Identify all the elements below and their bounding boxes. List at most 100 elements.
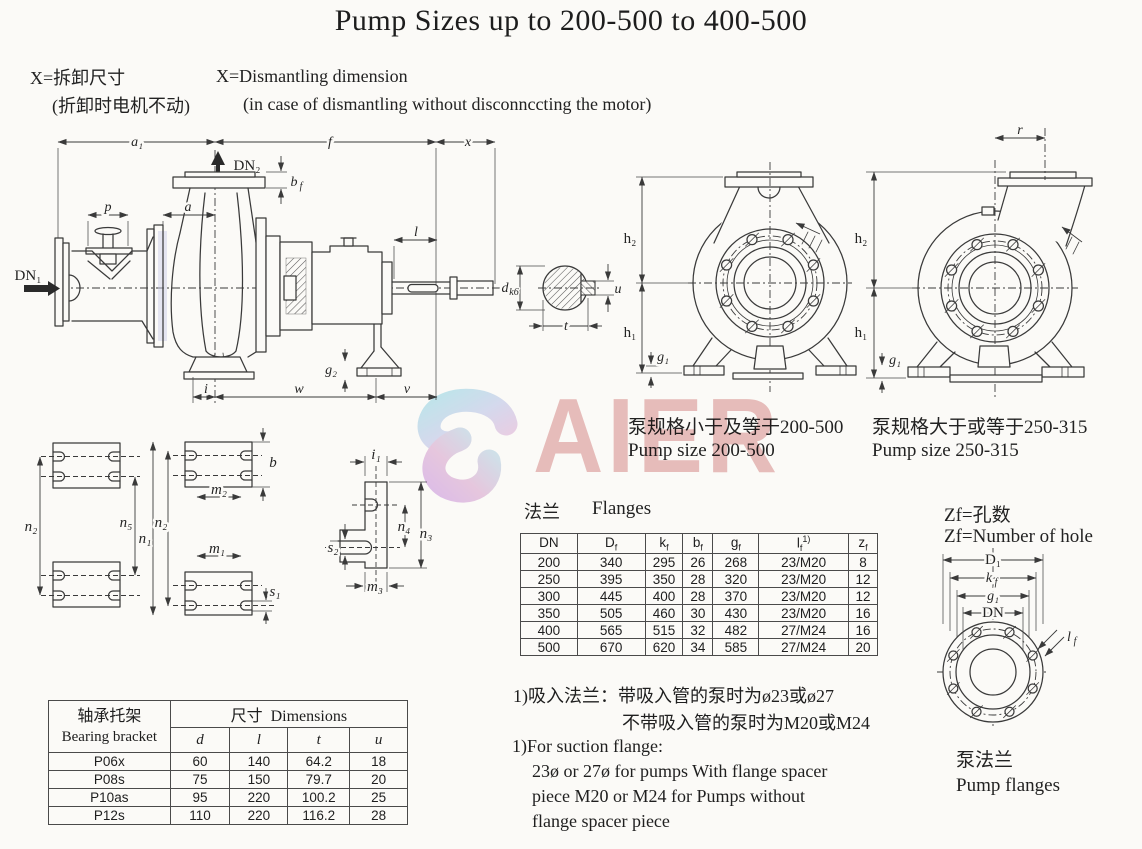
dim-label-flange-kf: k [986,571,993,586]
dim-label-t: t [564,319,569,334]
dim-label-m3: m₃ [367,579,383,595]
bearing-table-header-row: 轴承托架 Bearing bracket 尺寸 Dimensions [48,700,409,753]
end-view-1: h₂ h₁ g₁ [621,162,857,392]
col-d: d [169,727,231,753]
caption-end-view-2: 泵规格大于或等于250-315 Pump size 250-315 [872,416,1087,462]
footnote-en-line2: 23ø or 27ø for pumps With flange spacer [532,761,828,781]
legend-zh-line1: X=拆卸尺寸 [30,68,126,88]
legend-en-line1: X=Dismantling dimension [216,66,408,86]
dim-label-flange-kf-sub: f [995,577,999,588]
caption-ev1-en: Pump size 200-500 [628,440,775,461]
pump-flanges-caption-en: Pump flanges [956,775,1060,796]
bearing-bracket-table: 轴承托架 Bearing bracket 尺寸 Dimensions d l t… [48,700,409,825]
dim-label-n2-left: n₂ [25,519,38,535]
bracket-profile-section: i₁ n₄ n₃ s₂ m₃ [325,445,435,598]
dim-label-ev1-h2: h₂ [624,231,637,247]
dim-label-dn1: DN₁ [15,268,42,284]
legend-zh-line2: (折卸时电机不动) [52,96,190,116]
side-view-drawing: a₁ f x DN₂ b f p a [12,133,508,403]
flanges-heading-zh: 法兰 [524,502,560,522]
bearing-housing [311,237,393,325]
col-u: u [349,727,408,753]
dim-label-ev1-g1: g₁ [657,350,669,365]
dn2-flow-arrow-icon [211,151,225,165]
dim-label-bf-sub: f [300,181,304,192]
flange-table-header-row: DN Df kf bf gf lf1) zf [520,532,878,555]
zf-note-en: Zf=Number of hole [944,526,1093,547]
dim-label-flange-lf: l [1067,630,1071,645]
caption-ev2-en: Pump size 250-315 [872,440,1019,461]
dn1-flow-arrow-icon [48,281,60,296]
suction-flange [54,237,81,327]
col-Df: Df [576,532,646,555]
pump-flanges-caption: 泵法兰 Pump flanges [956,748,1060,798]
dim-label-a: a [185,200,192,215]
zf-note-zh: Zf=孔数 [944,505,1011,526]
col-bf: bf [682,532,714,555]
footnote-en-line1: 1)For suction flange: [512,736,663,756]
dim-label-s2: s₂ [327,540,338,556]
col-DN: DN [520,532,578,555]
dim-label-d-sub: k6 [509,287,518,298]
bearing-foot [356,323,402,377]
dim-label-ev2-h2: h₂ [855,231,868,247]
dim-label-a1: a₁ [131,135,143,150]
rear-cover-bracket [255,217,313,353]
pump-flange-drawing: D₁ k f g₁ DN l f [937,548,1079,726]
dim-label-ev2-g1: g₁ [889,353,901,368]
dim-label-l: l [414,225,418,240]
dim-label-f: f [328,135,334,150]
caption-ev2-zh: 泵规格大于或等于250-315 [872,417,1088,438]
dim-label-m2: m₂ [211,482,227,498]
dim-label-g2: g₂ [325,363,337,378]
col-t: t [287,727,351,753]
dim-label-ev2-h1: h₁ [855,325,868,341]
footnote-en-line3: piece M20 or M24 for Pumps without [532,786,805,806]
footnote-zh-line2: 不带吸入管的泵时为M20或M24 [622,713,871,733]
dimensions-header: 尺寸 Dimensions [169,700,409,728]
bolt-circle-1 [719,232,821,334]
dim-label-n3: n₃ [420,526,433,542]
flange-bolt-holes [946,625,1040,719]
dim-label-n5: n₅ [120,515,133,531]
dim-label-ev1-h1: h₁ [624,325,637,341]
dim-label-n1: n₁ [139,531,152,547]
flanges-heading-en: Flanges [592,498,652,519]
dim-label-v: v [404,382,411,397]
pump-flanges-caption-zh: 泵法兰 [956,750,1014,771]
dim-label-D1: D₁ [985,552,1001,568]
bolt-circle-2 [944,237,1046,339]
end-view-2: r h₂ h₁ [852,121,1093,400]
dim-label-w: w [294,382,304,397]
dim-label-flange-g1: g₁ [987,589,999,604]
dim-label-flange-dn: DN [982,605,1004,621]
dim-label-n2-right: n₂ [155,515,168,531]
dim-label-b: b [269,455,277,471]
suction-tap-assembly [85,226,133,280]
page-title: Pump Sizes up to 200-500 to 400-500 [334,4,808,37]
col-l: l [229,727,289,753]
base-block-sections: n₂ n₅ n₁ n₂ b m₂ m₁ s₁ [22,428,283,624]
dim-label-bf: b [291,175,298,190]
legend-en-line2: (in case of dismantling without disconnc… [243,94,652,114]
col-zf: zf [848,532,878,555]
footnote-zh-line1: 1)吸入法兰：带吸入管的泵时为ø23或ø27 [513,686,834,706]
caption-end-view-1: 泵规格小于及等于200-500 Pump size 200-500 [628,416,843,462]
dim-label-s1: s₁ [269,584,280,600]
pump-shaft [391,276,494,300]
dim-label-i: i [204,382,208,397]
bearing-bracket-header: 轴承托架 Bearing bracket [48,700,171,753]
